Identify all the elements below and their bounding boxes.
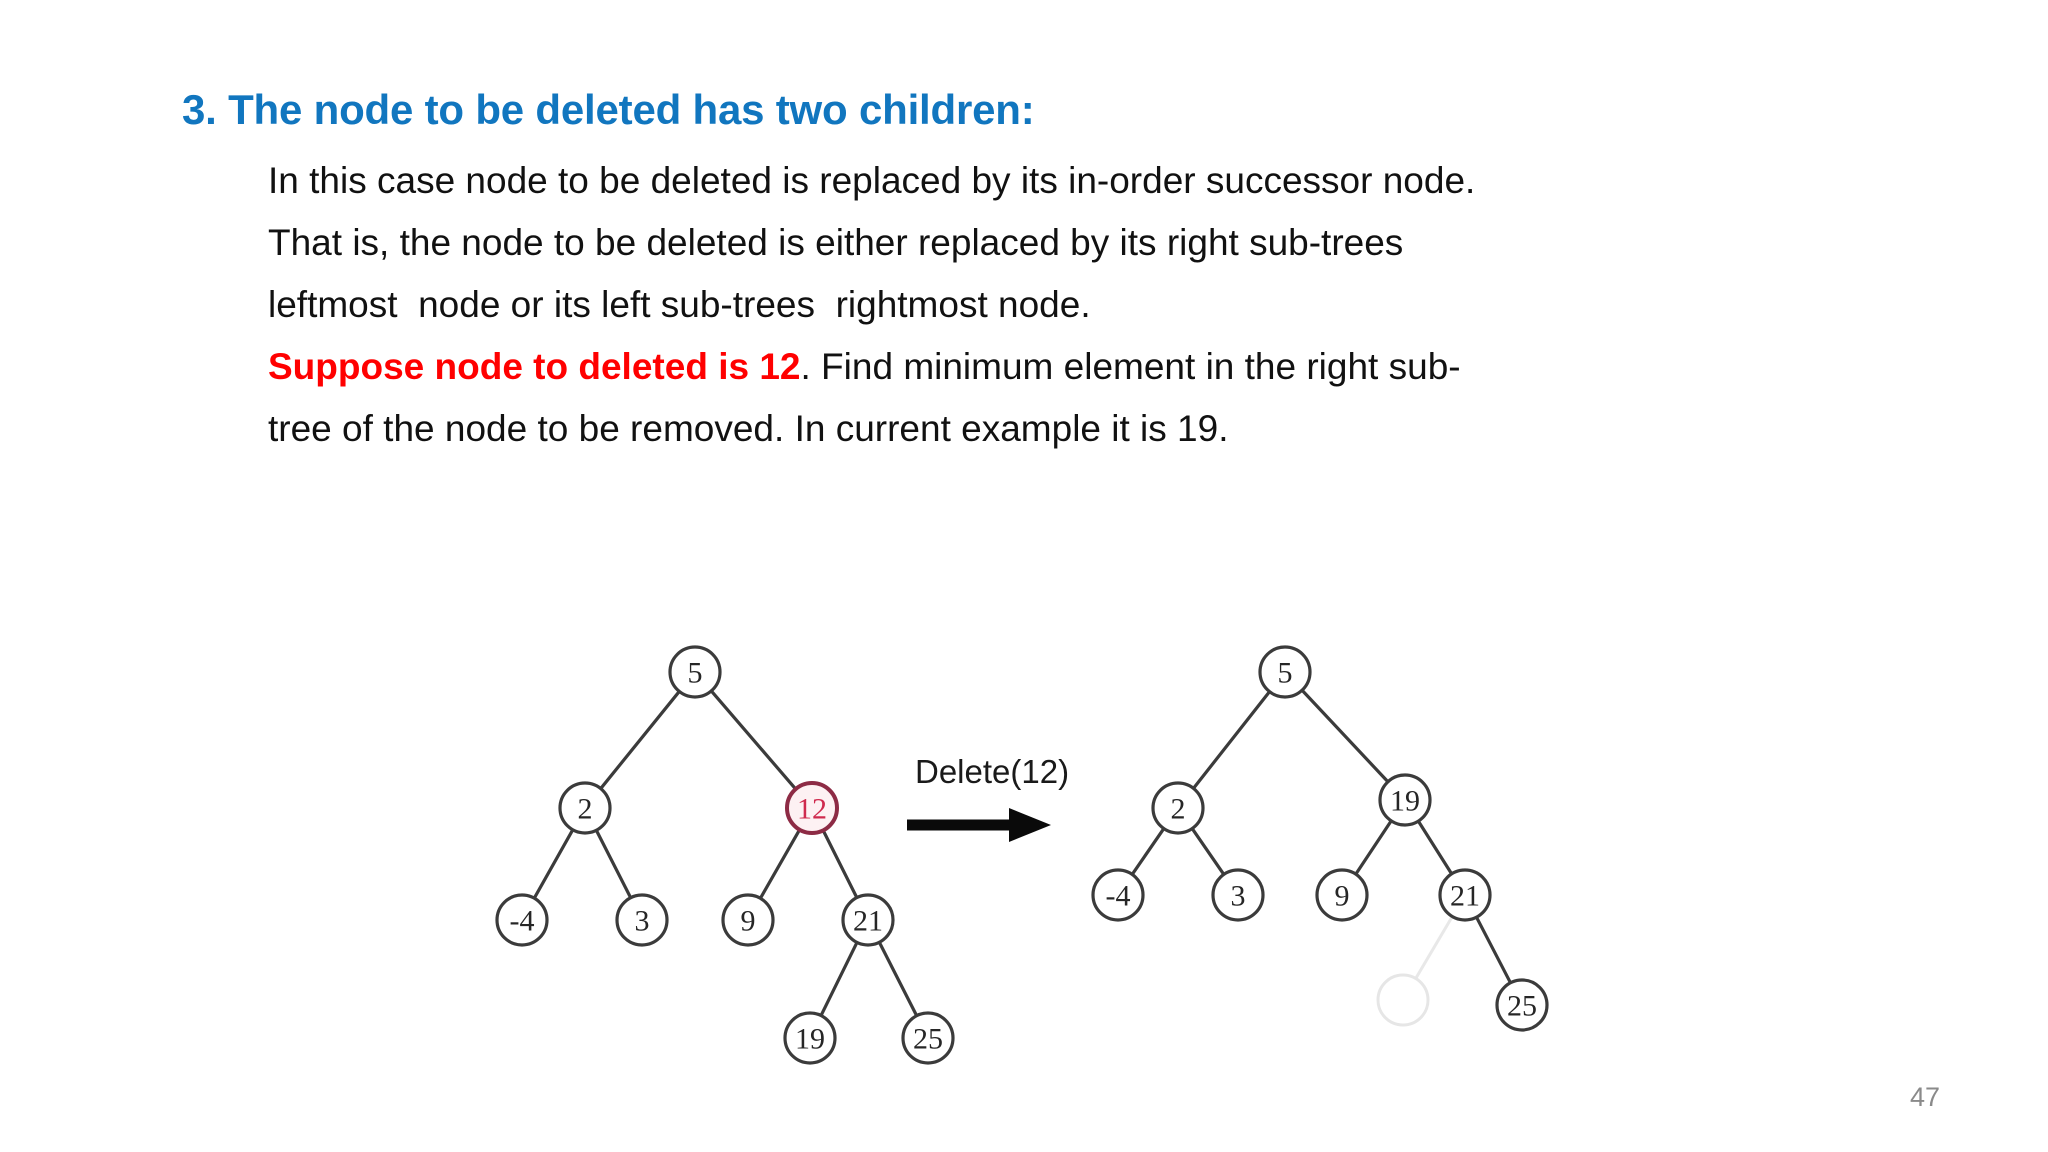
tree-node-circle xyxy=(901,1011,955,1065)
body-line-4: Suppose node to deleted is 12. Find mini… xyxy=(268,336,1828,398)
tree-node: 19 xyxy=(1378,773,1432,827)
tree-node: 5 xyxy=(668,645,722,699)
tree-node-label: 9 xyxy=(1335,880,1350,913)
tree-node-circle xyxy=(1091,868,1145,922)
tree-node: 25 xyxy=(901,1011,955,1065)
tree-node-label: 5 xyxy=(688,657,703,690)
tree-node-label: 2 xyxy=(578,793,593,826)
tree-node-label: -4 xyxy=(1106,880,1131,913)
tree-node: 21 xyxy=(1438,868,1492,922)
tree-node: 5 xyxy=(1258,645,1312,699)
body-line-3: leftmost node or its left sub-trees righ… xyxy=(268,284,1091,325)
page-number: 47 xyxy=(1910,1082,1941,1112)
tree-node-label: 12 xyxy=(797,793,827,826)
tree-node-circle xyxy=(841,893,895,947)
tree-node-circle xyxy=(721,893,775,947)
tree-node-circle xyxy=(668,645,722,699)
tree-node: 25 xyxy=(1495,978,1549,1032)
binary-search-tree-before-delete: 5 2 12 -4 3 9 21 19 25 xyxy=(495,645,955,1065)
tree-node-label: 25 xyxy=(913,1023,943,1056)
tree-node-circle xyxy=(558,781,612,835)
tree-edge xyxy=(1130,826,1166,877)
tree-node-label: 21 xyxy=(1450,880,1480,913)
page-title: 3. The node to be deleted has two childr… xyxy=(182,86,1035,133)
tree-edge xyxy=(1414,915,1454,980)
tree-edge xyxy=(1416,819,1454,876)
tree-node: -4 xyxy=(1091,868,1145,922)
tree-node-label: 19 xyxy=(1390,785,1420,818)
tree-node-label: -4 xyxy=(510,905,535,938)
tree-edge xyxy=(758,828,802,900)
tree-node-circle xyxy=(1376,973,1430,1027)
tree-edge xyxy=(877,940,919,1018)
tree-node-ghost xyxy=(1376,973,1430,1027)
tree-edge xyxy=(599,689,681,791)
tree-node-label: 21 xyxy=(853,905,883,938)
binary-search-tree-after-delete: 5 2 19 -4 3 9 21 25 xyxy=(1091,645,1549,1032)
tree-edge xyxy=(821,828,859,900)
tree-edge xyxy=(1191,690,1272,790)
transition-arrow-icon xyxy=(905,805,1055,850)
tree-node-circle xyxy=(1151,781,1205,835)
tree-node-circle xyxy=(615,893,669,947)
tree-node-circle xyxy=(1495,978,1549,1032)
tree-edge xyxy=(532,828,575,900)
body-line-4-rest: . Find minimum element in the right sub- xyxy=(800,346,1461,387)
tree-node-label: 2 xyxy=(1171,793,1186,826)
tree-edge xyxy=(709,689,798,791)
tree-edge xyxy=(819,940,859,1018)
emphasis-text: Suppose node to deleted is 12 xyxy=(268,346,801,387)
tree-node: 3 xyxy=(1211,868,1265,922)
tree-node-circle xyxy=(1211,868,1265,922)
tree-node-circle xyxy=(1315,868,1369,922)
tree-node: 3 xyxy=(615,893,669,947)
tree-node-circle xyxy=(1258,645,1312,699)
tree-edge xyxy=(1190,826,1226,877)
tree-node: 19 xyxy=(783,1011,837,1065)
tree-node: -4 xyxy=(495,893,549,947)
tree-node-circle xyxy=(495,893,549,947)
tree-node-label: 3 xyxy=(1231,880,1246,913)
tree-node: 12 xyxy=(785,781,839,835)
tree-edge xyxy=(1474,915,1513,985)
tree-node-circle xyxy=(1438,868,1492,922)
tree-node-label: 19 xyxy=(795,1023,825,1056)
tree-node-circle xyxy=(1378,773,1432,827)
tree-node: 9 xyxy=(721,893,775,947)
tree-edge xyxy=(1300,688,1390,784)
body-line-5: tree of the node to be removed. In curre… xyxy=(268,408,1229,449)
body-line-1: In this case node to be deleted is repla… xyxy=(268,160,1476,201)
tree-node: 9 xyxy=(1315,868,1369,922)
tree-node: 21 xyxy=(841,893,895,947)
tree-node: 2 xyxy=(558,781,612,835)
delete-operation-label: Delete(12) xyxy=(915,753,1070,790)
tree-edge xyxy=(1354,819,1393,876)
body-text-block: In this case node to be deleted is repla… xyxy=(268,150,1828,460)
tree-edge xyxy=(594,828,633,900)
tree-node-circle xyxy=(785,781,839,835)
tree-node-label: 3 xyxy=(635,905,650,938)
tree-node-label: 5 xyxy=(1278,657,1293,690)
body-line-2: That is, the node to be deleted is eithe… xyxy=(268,222,1404,263)
tree-node-label: 9 xyxy=(741,905,756,938)
tree-node: 2 xyxy=(1151,781,1205,835)
tree-node-circle xyxy=(783,1011,837,1065)
tree-node-label: 25 xyxy=(1507,990,1537,1023)
